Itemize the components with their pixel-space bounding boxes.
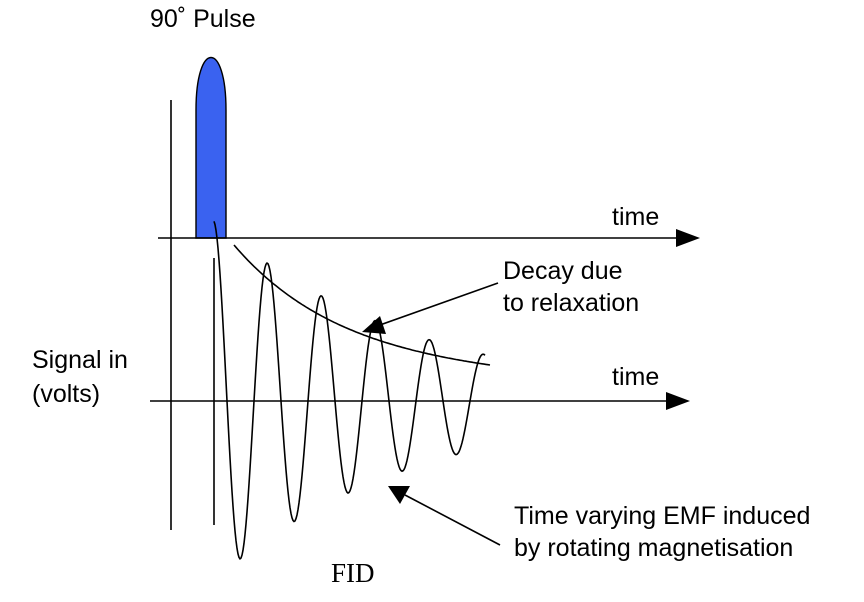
decay-label-line2: to relaxation (503, 289, 639, 317)
decay-envelope (233, 244, 491, 366)
top-time-label: time (612, 203, 659, 231)
decay-label-line1: Decay due (503, 257, 623, 285)
decay-arrow-shaft (379, 282, 499, 326)
pulse-label: 90˚ Pulse (150, 5, 256, 33)
fid-label: FID (331, 558, 375, 588)
bottom-time-arrowhead (666, 392, 690, 410)
emf-arrowhead (388, 486, 410, 504)
emf-label-line1: Time varying EMF induced (514, 502, 810, 530)
signal-label-line2: (volts) (32, 380, 100, 408)
bottom-time-label: time (612, 363, 659, 391)
decay-arrowhead (362, 316, 386, 334)
emf-arrow-shaft (404, 494, 501, 546)
fid-waveform (213, 221, 486, 560)
emf-label-line2: by rotating magnetisation (514, 534, 793, 562)
rf-pulse (195, 56, 227, 239)
top-time-arrowhead (676, 229, 700, 247)
signal-label-line1: Signal in (32, 346, 128, 374)
